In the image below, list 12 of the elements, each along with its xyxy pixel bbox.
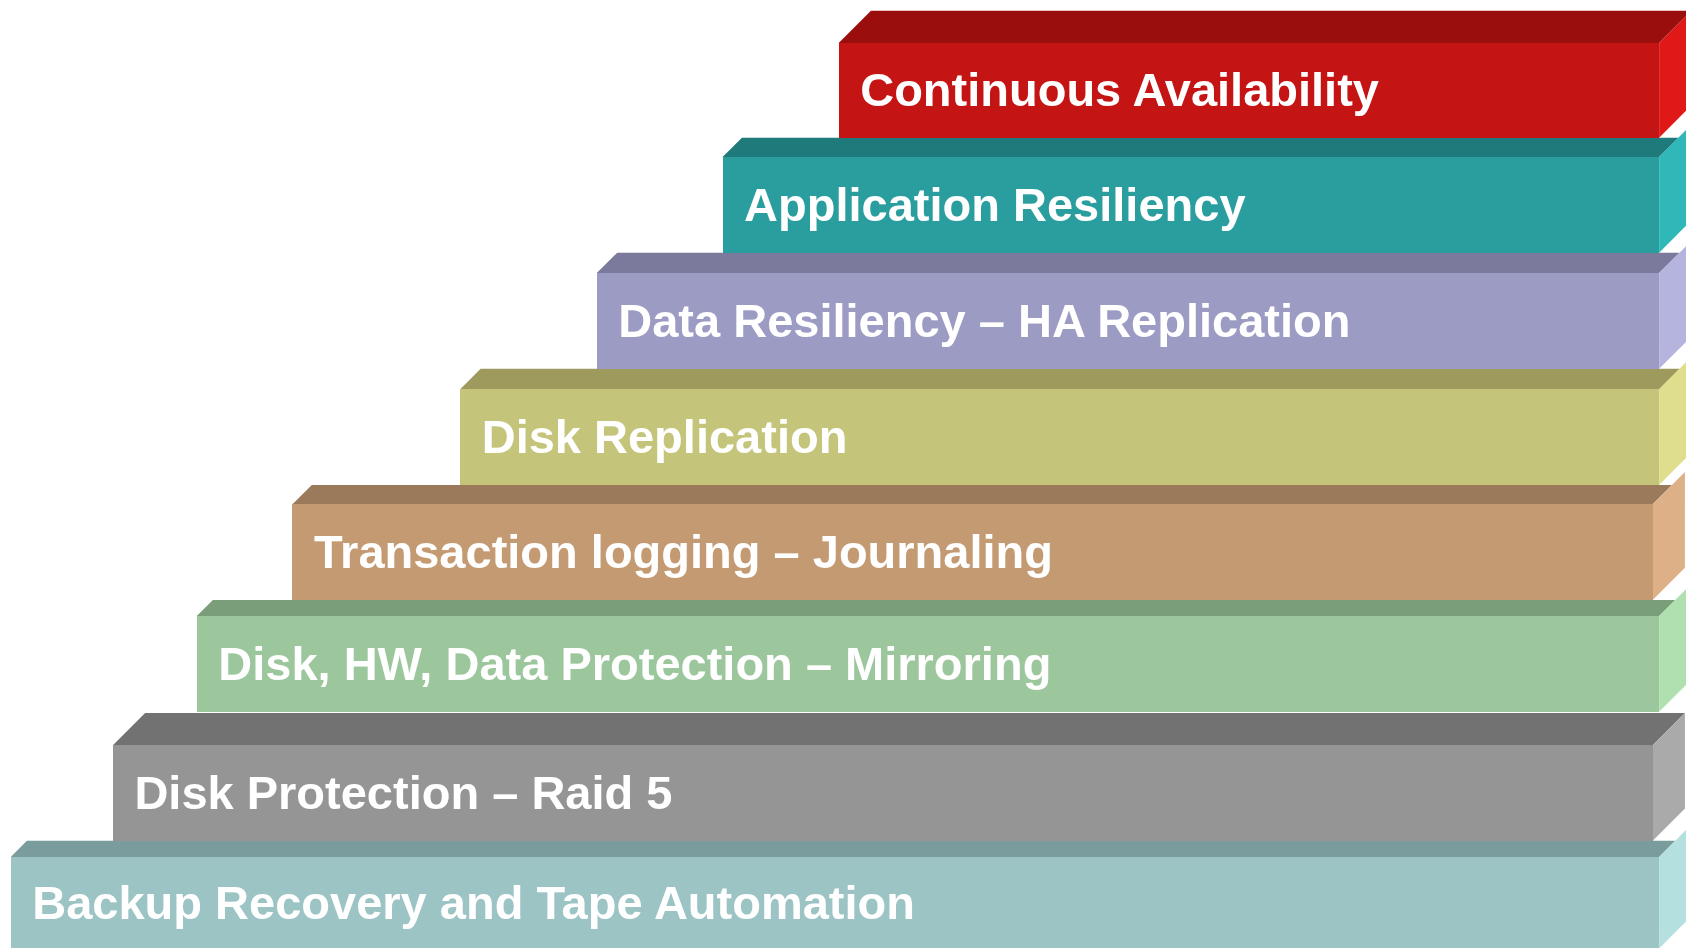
step-label: Disk Replication [481,413,848,461]
step-bar [838,43,1660,138]
step-bar [460,389,1660,485]
step-bar [596,273,1660,369]
step-label: Transaction logging – Journaling [313,528,1053,576]
step-bar [722,157,1660,253]
step-bar [10,856,1660,948]
step-label: Continuous Availability [860,66,1379,114]
step-label: Disk Protection – Raid 5 [134,769,673,816]
step-bar [292,504,1653,600]
step-bar [196,616,1660,712]
step-bar [112,745,1653,841]
